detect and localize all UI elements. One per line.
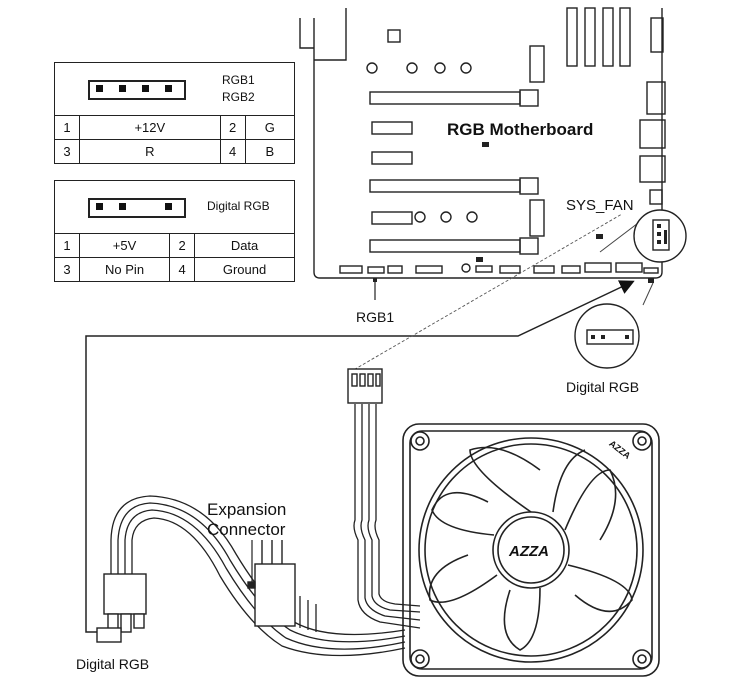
pin-signal: G bbox=[244, 115, 296, 140]
motherboard bbox=[299, 7, 666, 279]
digital-rgb-plug-label: Digital RGB bbox=[76, 656, 149, 672]
digital-rgb-pinout-table: Digital RGB 1 +5V 2 Data 3 No Pin 4 Grou… bbox=[54, 180, 295, 282]
rgb-cable-bundle bbox=[110, 495, 406, 657]
pin-signal: B bbox=[244, 139, 296, 164]
cooling-fan bbox=[402, 423, 660, 677]
sys-fan-label: SYS_FAN bbox=[566, 197, 634, 214]
pin-number: 1 bbox=[54, 115, 80, 140]
digital-rgb-plug bbox=[96, 573, 147, 643]
pin-signal: +12V bbox=[79, 115, 221, 140]
pin-signal: Ground bbox=[194, 257, 295, 282]
pin-number: 1 bbox=[54, 233, 80, 258]
fan-4pin-plug bbox=[347, 368, 383, 404]
pin-number: 4 bbox=[169, 257, 196, 282]
expansion-label-line2: Connector bbox=[207, 520, 286, 539]
expansion-connector bbox=[247, 540, 296, 627]
fan-cables bbox=[353, 404, 421, 629]
digital-rgb-connector-icon bbox=[88, 198, 186, 218]
rgb-header-cell: RGB1 RGB2 bbox=[54, 62, 295, 116]
digital-rgb-callout-label: Digital RGB bbox=[566, 379, 639, 395]
fan-corner-logo: AZZA bbox=[607, 438, 632, 461]
pin-signal: No Pin bbox=[78, 257, 171, 282]
rgb1-name: RGB1 bbox=[222, 73, 255, 87]
rgb1-connection-line bbox=[349, 213, 623, 373]
digital-rgb-header-cell: Digital RGB bbox=[54, 180, 295, 234]
rgb1-label: RGB1 bbox=[356, 309, 394, 325]
table-row: 1 +12V 2 G bbox=[54, 115, 296, 140]
digital-rgb-callout bbox=[574, 282, 654, 369]
pin-number: 3 bbox=[54, 257, 80, 282]
digital-rgb-connection-line bbox=[85, 280, 635, 633]
expansion-label-line1: Expansion bbox=[207, 500, 286, 519]
table-row: 3 R 4 B bbox=[54, 139, 296, 164]
pin-signal: R bbox=[79, 139, 221, 164]
table-row: 1 +5V 2 Data bbox=[54, 233, 295, 258]
pin-number: 2 bbox=[169, 233, 196, 258]
rgb-4pin-connector-icon bbox=[88, 80, 186, 100]
motherboard-title: RGB Motherboard bbox=[447, 120, 593, 139]
fan-hub-logo: AZZA bbox=[508, 543, 549, 560]
sys-fan-callout bbox=[599, 209, 687, 263]
digital-rgb-name: Digital RGB bbox=[207, 199, 270, 213]
rgb2-name: RGB2 bbox=[222, 90, 255, 104]
pin-number: 3 bbox=[54, 139, 80, 164]
rgb-pinout-table: RGB1 RGB2 1 +12V 2 G 3 R 4 B bbox=[54, 62, 296, 164]
table-row: 3 No Pin 4 Ground bbox=[54, 257, 295, 282]
